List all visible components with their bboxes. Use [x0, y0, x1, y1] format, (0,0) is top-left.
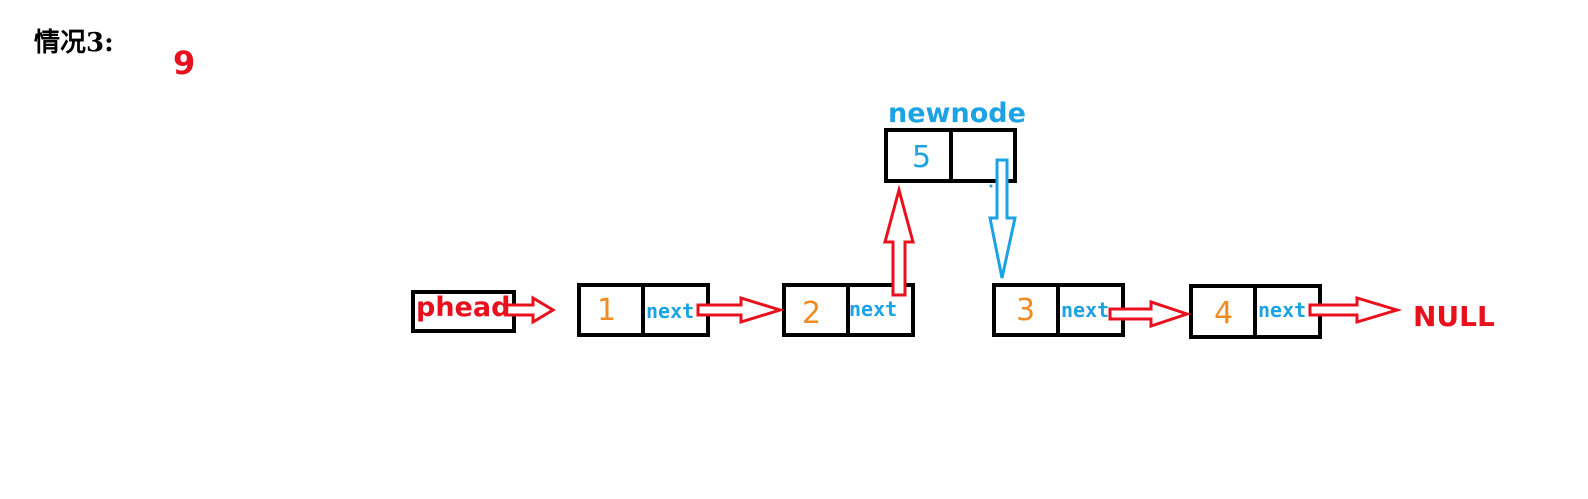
node2-value: 2	[802, 296, 822, 331]
null-label: NULL	[1413, 300, 1495, 333]
newnode-value: 5	[912, 140, 932, 175]
node3-value: 3	[1016, 293, 1036, 328]
phead-label: phead	[416, 292, 511, 323]
diagram-title: 情况3:	[34, 28, 114, 58]
node2-next: next	[849, 297, 898, 321]
node1-next: next	[646, 299, 695, 323]
arrow-node4-to-null	[1308, 295, 1403, 325]
node1-value: 1	[597, 293, 617, 328]
arrow-node3-to-node4	[1108, 299, 1192, 329]
node4-value: 4	[1214, 296, 1234, 331]
newnode-label: newnode	[888, 98, 1026, 129]
arrow-phead-to-node1	[504, 295, 556, 325]
arrow-node2-to-newnode	[883, 184, 915, 297]
stray-dot	[989, 184, 993, 188]
new-node	[884, 128, 1017, 183]
annotation-number: 9	[173, 44, 196, 82]
node4-next: next	[1258, 298, 1307, 322]
arrow-node1-to-node2	[696, 295, 786, 325]
node3-next: next	[1061, 298, 1110, 322]
arrow-newnode-to-node3	[988, 158, 1017, 279]
